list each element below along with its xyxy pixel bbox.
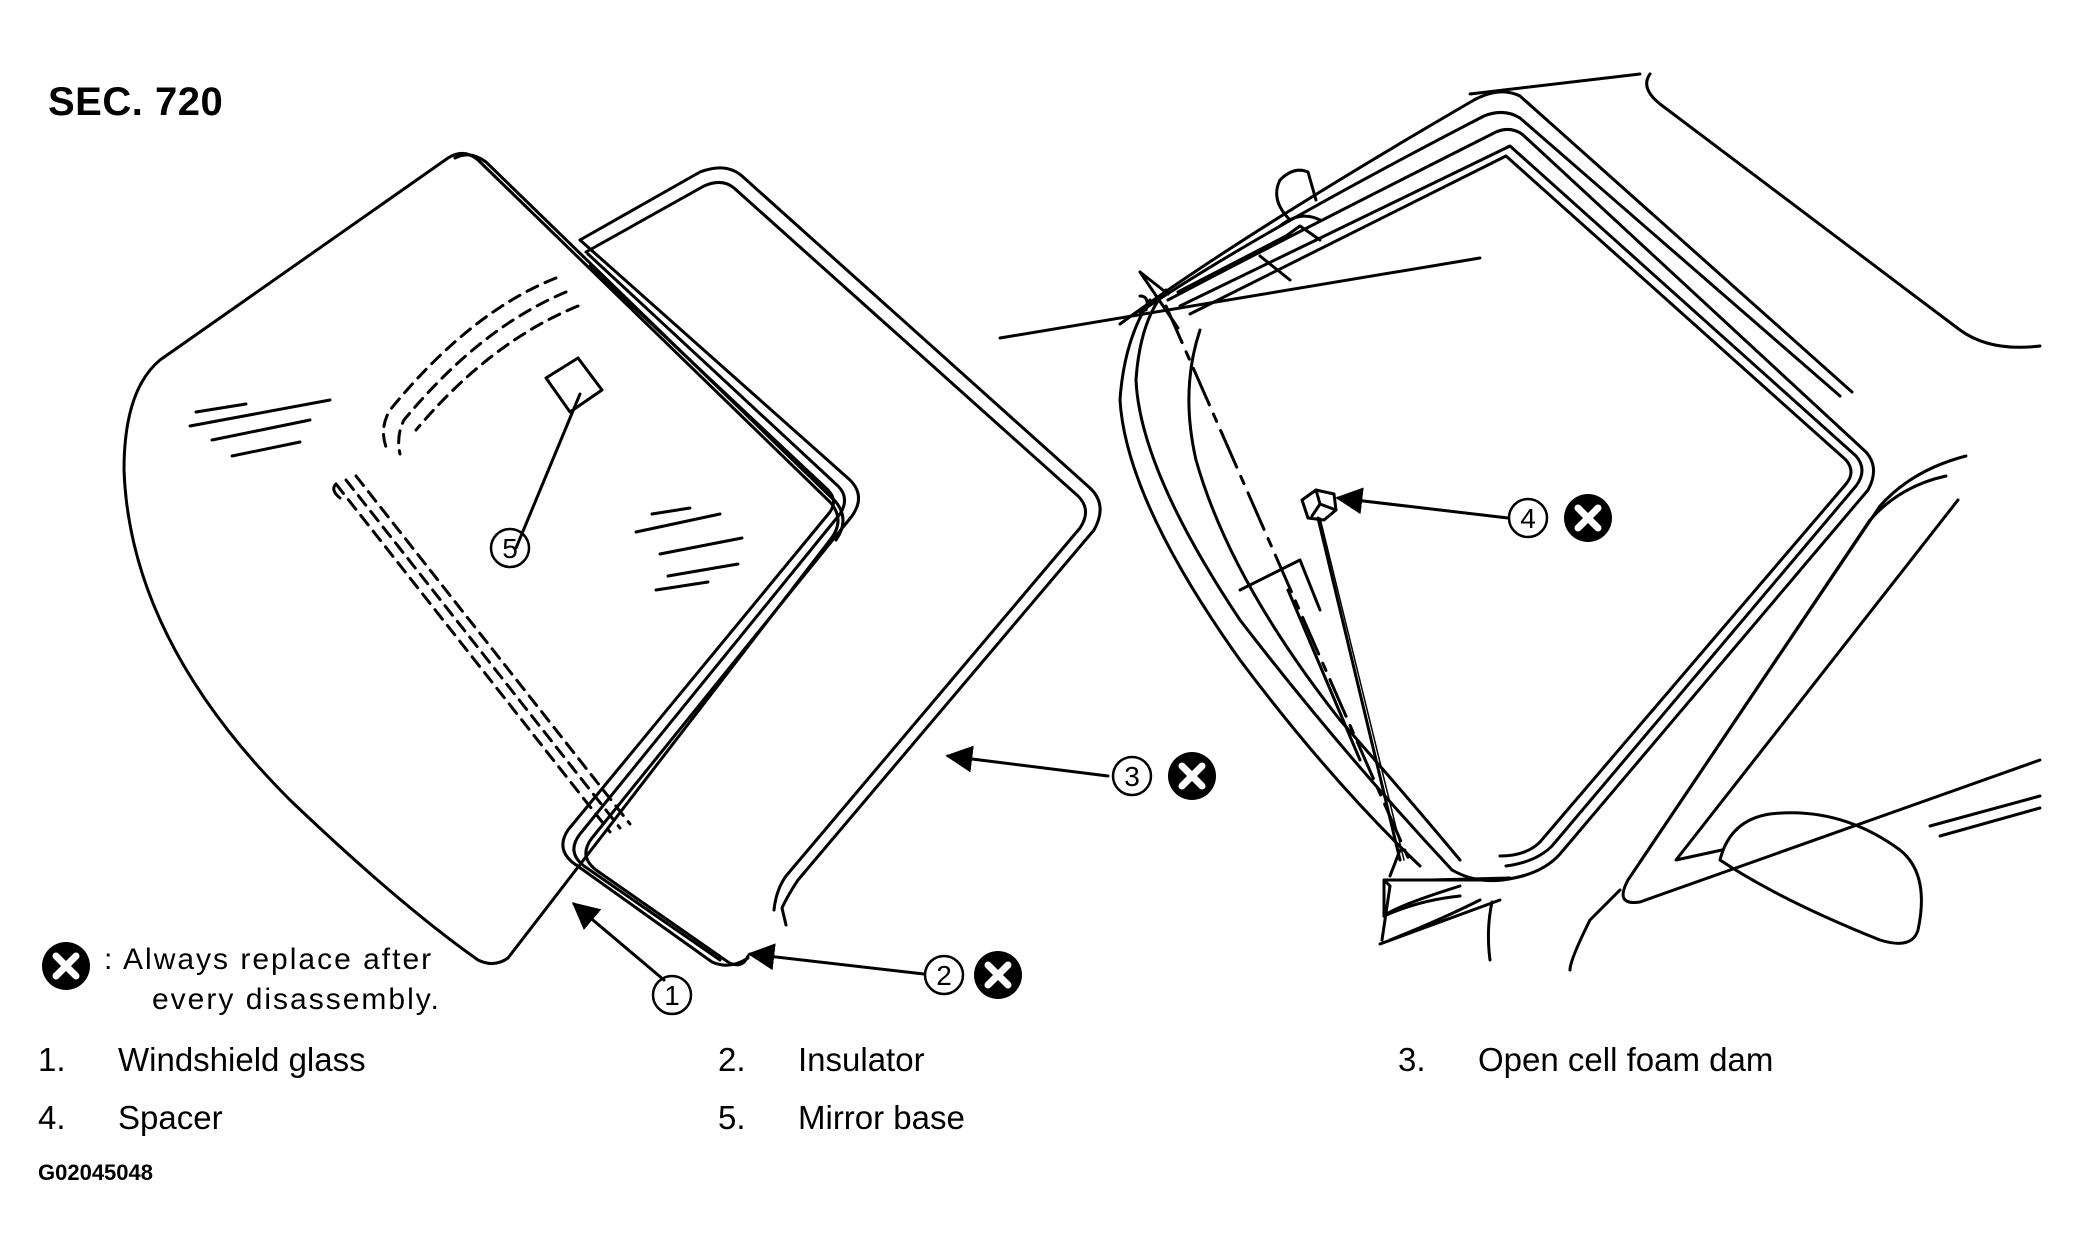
replace-note: : Always replace after every disassembly… <box>40 940 480 1020</box>
legend-number: 4. <box>38 1099 66 1136</box>
foam-dam <box>578 166 1102 927</box>
legend-item: 1. Windshield glass <box>38 1040 718 1080</box>
legend-item: 4. Spacer <box>38 1098 718 1138</box>
section-label: SEC. 720 <box>48 80 224 124</box>
x-circle-icon <box>974 951 1022 999</box>
legend-label: Insulator <box>798 1041 925 1078</box>
leader-line-2 <box>747 943 926 976</box>
leader-line-1 <box>571 902 666 982</box>
legend-number: 5. <box>718 1099 746 1136</box>
legend-number: 2. <box>718 1041 746 1078</box>
callout-5-circle <box>489 527 531 569</box>
legend-item: 3. Open cell foam dam <box>1398 1040 1998 1080</box>
parts-legend: 1. Windshield glass 2. Insulator 3. Open… <box>38 1040 1998 1138</box>
legend-label: Mirror base <box>798 1099 965 1136</box>
callout-4-circle <box>1507 497 1549 539</box>
legend-number: 3. <box>1398 1041 1426 1078</box>
x-circle-icon <box>42 942 90 990</box>
callout-3-circle <box>1111 755 1153 797</box>
replace-note-line1: : Always replace after <box>104 943 434 976</box>
spacer <box>1300 488 1405 862</box>
leader-line-5 <box>514 392 582 550</box>
callout-1-circle <box>651 974 693 1016</box>
legend-label: Open cell foam dam <box>1478 1041 1774 1078</box>
callout-4: 4 <box>1520 503 1536 534</box>
leader-line-4 <box>1335 487 1510 520</box>
callout-2-circle <box>923 954 965 996</box>
insulator <box>561 238 860 967</box>
legend-item: 5. Mirror base <box>718 1098 1398 1138</box>
callout-2: 2 <box>936 960 952 991</box>
replace-note-line2: every disassembly. <box>152 983 441 1016</box>
callout-3: 3 <box>1124 761 1140 792</box>
legend-label: Windshield glass <box>118 1041 366 1078</box>
windshield-glass <box>122 152 845 965</box>
x-circle-icon <box>1564 494 1612 542</box>
callout-1: 1 <box>664 980 680 1011</box>
legend-number: 1. <box>38 1041 66 1078</box>
figure-code: G02045048 <box>38 1160 153 1185</box>
leader-line-3 <box>945 745 1110 778</box>
mirror-base <box>544 356 604 414</box>
x-circle-icon <box>1168 752 1216 800</box>
vehicle-body <box>998 72 2042 972</box>
legend-label: Spacer <box>118 1099 223 1136</box>
callout-5: 5 <box>502 533 518 564</box>
legend-item: 2. Insulator <box>718 1040 1398 1080</box>
